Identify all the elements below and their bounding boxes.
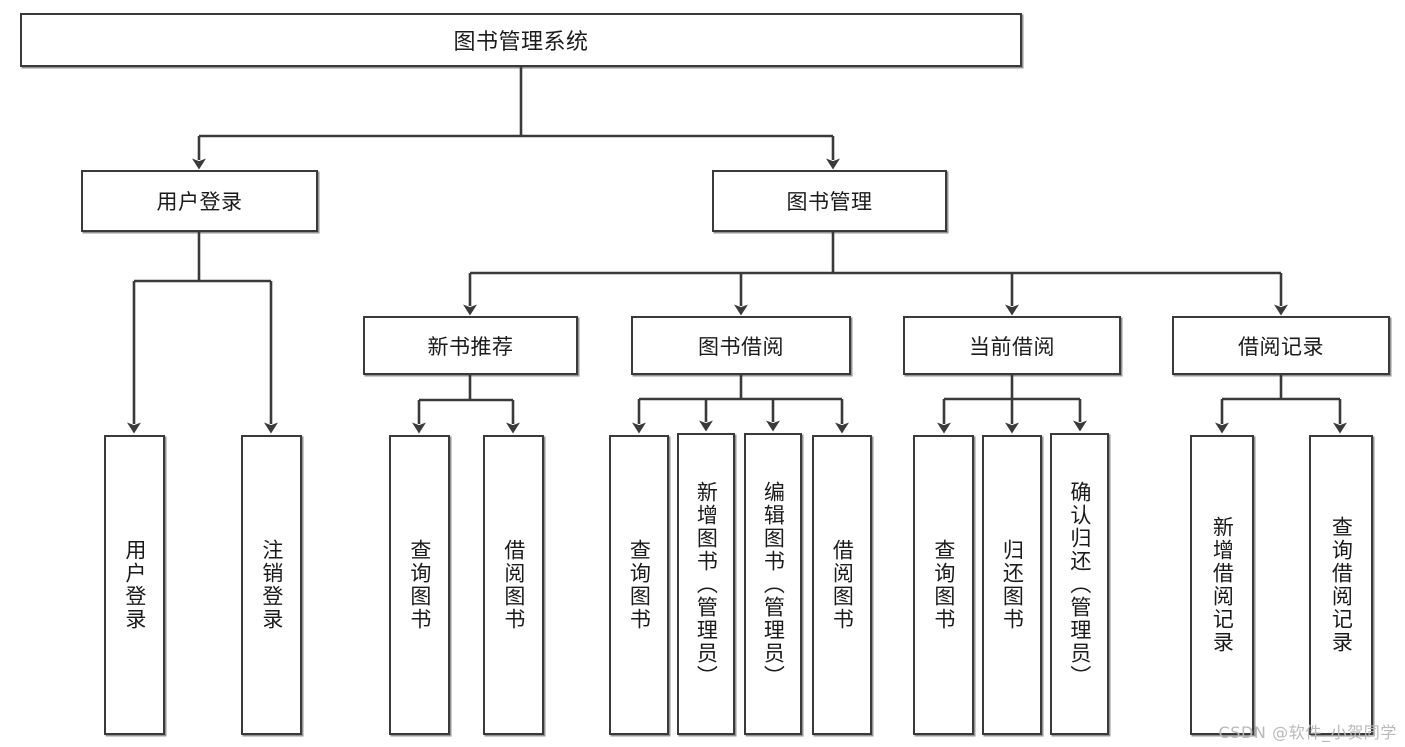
leaf-recommend-query-book-label: 查询图书 — [407, 539, 432, 631]
leaf-user-login-signout[interactable]: 注销登录 — [241, 435, 302, 735]
node-user-login-label: 用户登录 — [156, 190, 243, 214]
leaf-borrow-borrow-book[interactable]: 借阅图书 — [812, 435, 872, 735]
leaf-borrow-borrow-book-label: 借阅图书 — [830, 539, 855, 631]
leaf-current-confirm-return-admin[interactable]: 确认归还（管理员） — [1050, 433, 1109, 735]
node-borrow-records[interactable]: 借阅记录 — [1172, 316, 1390, 375]
leaf-current-query-book-label: 查询图书 — [931, 539, 956, 631]
leaf-borrow-query-book[interactable]: 查询图书 — [609, 435, 669, 735]
node-book-borrow-label: 图书借阅 — [698, 334, 784, 359]
node-user-login[interactable]: 用户登录 — [81, 170, 318, 232]
leaf-records-query-record[interactable]: 查询借阅记录 — [1309, 435, 1373, 735]
leaf-current-query-book[interactable]: 查询图书 — [913, 435, 974, 735]
node-book-borrow[interactable]: 图书借阅 — [631, 316, 851, 375]
leaf-records-add-record-label: 新增借阅记录 — [1210, 516, 1235, 654]
leaf-borrow-add-book-admin-label: 新增图书（管理员） — [694, 480, 719, 688]
leaf-borrow-edit-book-admin[interactable]: 编辑图书（管理员） — [744, 433, 802, 735]
leaf-records-query-record-label: 查询借阅记录 — [1329, 516, 1354, 654]
leaf-borrow-add-book-admin[interactable]: 新增图书（管理员） — [677, 433, 735, 735]
leaf-user-login-signout-label: 注销登录 — [259, 539, 284, 631]
node-book-management-label: 图书管理 — [786, 190, 873, 214]
node-current-borrow[interactable]: 当前借阅 — [903, 316, 1121, 375]
leaf-borrow-edit-book-admin-label: 编辑图书（管理员） — [761, 480, 786, 688]
leaf-borrow-query-book-label: 查询图书 — [627, 539, 652, 631]
leaf-recommend-query-book[interactable]: 查询图书 — [389, 435, 450, 735]
leaf-current-confirm-return-admin-label: 确认归还（管理员） — [1067, 480, 1092, 688]
node-new-book-recommend[interactable]: 新书推荐 — [363, 316, 578, 375]
node-root-label: 图书管理系统 — [453, 30, 589, 55]
leaf-current-return-book[interactable]: 归还图书 — [982, 435, 1042, 735]
node-current-borrow-label: 当前借阅 — [969, 334, 1055, 359]
leaf-user-login-signin[interactable]: 用户登录 — [104, 435, 165, 735]
leaf-recommend-borrow-book-label: 借阅图书 — [501, 539, 526, 631]
node-new-book-recommend-label: 新书推荐 — [427, 334, 514, 359]
leaf-user-login-signin-label: 用户登录 — [122, 539, 147, 631]
node-book-management[interactable]: 图书管理 — [712, 170, 947, 232]
leaf-recommend-borrow-book[interactable]: 借阅图书 — [483, 435, 544, 735]
leaf-records-add-record[interactable]: 新增借阅记录 — [1190, 435, 1254, 735]
leaf-current-return-book-label: 归还图书 — [1000, 539, 1025, 631]
node-root[interactable]: 图书管理系统 — [20, 13, 1022, 67]
node-borrow-records-label: 借阅记录 — [1238, 334, 1324, 359]
watermark: CSDN @软件_小贺同学 — [1218, 723, 1397, 742]
